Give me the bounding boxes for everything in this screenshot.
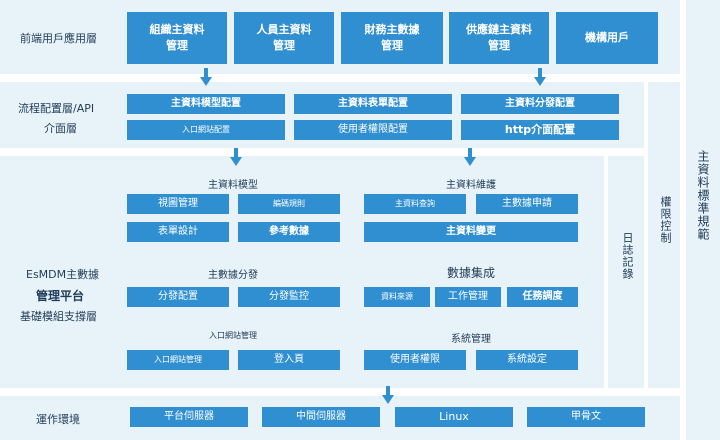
- process-box-form-config: 主資料表單配置: [294, 94, 452, 114]
- platform-box-view: 視圖管理: [127, 194, 229, 214]
- standard-label: 主資料標準規範: [696, 150, 710, 241]
- runtime-box-middle-server: 中間伺服器: [262, 407, 380, 427]
- runtime-box-oracle: 甲骨文: [527, 407, 645, 427]
- section-title-integration: 數據集成: [446, 266, 495, 280]
- frontend-box-org: 組織主資料 管理: [127, 12, 227, 64]
- frontend-box-institution-line1: 機構用戶: [585, 31, 629, 44]
- permission-label: 權限控制: [659, 196, 672, 244]
- process-box-model-config: 主資料模型配置: [127, 94, 285, 114]
- section-title-portal: 入口網站管理: [209, 331, 257, 340]
- arrow-down-icon: [382, 386, 394, 404]
- process-box-permission-config: 使用者權限配置: [294, 120, 452, 140]
- arrow-down-icon: [230, 148, 242, 166]
- platform-box-login: 登入頁: [238, 350, 340, 370]
- process-layer-label-line1: 流程配置層/API: [18, 102, 95, 115]
- runtime-box-linux: Linux: [395, 407, 513, 427]
- platform-box-job: 工作管理: [435, 287, 501, 307]
- platform-box-coding: 編碼規則: [238, 194, 340, 214]
- platform-box-reference: 參考數據: [238, 222, 340, 242]
- section-title-maintain: 主資料維護: [446, 180, 496, 191]
- platform-box-user-permission: 使用者權限: [364, 350, 466, 370]
- permission-column-band: [648, 82, 680, 388]
- frontend-layer-label: 前端用戶應用層: [20, 32, 97, 45]
- section-title-system: 系統管理: [451, 334, 491, 345]
- platform-box-form-design: 表單設計: [127, 222, 229, 242]
- frontend-box-org-line2: 管理: [166, 39, 188, 52]
- section-title-distribute: 主數據分發: [208, 270, 258, 281]
- platform-layer-label-line1: EsMDM主數據: [26, 268, 100, 281]
- platform-layer-label-line2: 管理平台: [36, 289, 85, 303]
- frontend-box-person-line2: 管理: [273, 39, 295, 52]
- runtime-layer-label: 運作環境: [36, 413, 80, 426]
- section-title-model: 主資料模型: [208, 180, 258, 191]
- frontend-box-person: 人員主資料 管理: [234, 12, 334, 64]
- log-column-band: [608, 156, 644, 388]
- frontend-box-person-line1: 人員主資料: [256, 23, 312, 36]
- platform-box-portal-manage: 入口網站管理: [127, 350, 229, 370]
- process-layer-label-line2: 介面層: [44, 122, 77, 135]
- platform-box-datasource: 資料來源: [364, 287, 430, 307]
- frontend-box-supply-line2: 管理: [488, 39, 510, 52]
- standard-column-band: [686, 0, 720, 440]
- runtime-box-platform-server: 平台伺服器: [130, 407, 248, 427]
- arrow-down-icon: [534, 68, 546, 86]
- platform-box-system-settings: 系統設定: [476, 350, 578, 370]
- platform-box-change: 主資料變更: [364, 222, 578, 242]
- platform-box-query: 主資料查詢: [364, 194, 466, 214]
- frontend-box-institution: 機構用戶: [556, 12, 658, 64]
- process-box-http-config: http介面配置: [461, 120, 619, 140]
- log-label: 日誌記錄: [621, 232, 634, 280]
- frontend-box-finance-line2: 管理: [381, 39, 403, 52]
- process-box-distribute-config: 主資料分發配置: [461, 94, 619, 114]
- platform-box-distribute-monitor: 分發監控: [238, 287, 340, 307]
- frontend-box-finance: 財務主數據 管理: [341, 12, 443, 64]
- process-box-portal-config: 入口網站配置: [127, 120, 285, 140]
- platform-box-apply: 主數據申請: [476, 194, 578, 214]
- arrow-down-icon: [464, 148, 476, 166]
- frontend-box-supply-line1: 供應鏈主資料: [466, 23, 532, 36]
- arrow-down-icon: [200, 68, 212, 86]
- platform-layer-label-line3: 基礎模組支撐層: [20, 310, 97, 323]
- frontend-box-supply: 供應鏈主資料 管理: [449, 12, 549, 64]
- platform-box-distribute-config: 分發配置: [127, 287, 229, 307]
- frontend-box-finance-line1: 財務主數據: [364, 23, 420, 36]
- platform-box-schedule: 任務調度: [507, 287, 578, 307]
- frontend-box-org-line1: 組織主資料: [149, 23, 205, 36]
